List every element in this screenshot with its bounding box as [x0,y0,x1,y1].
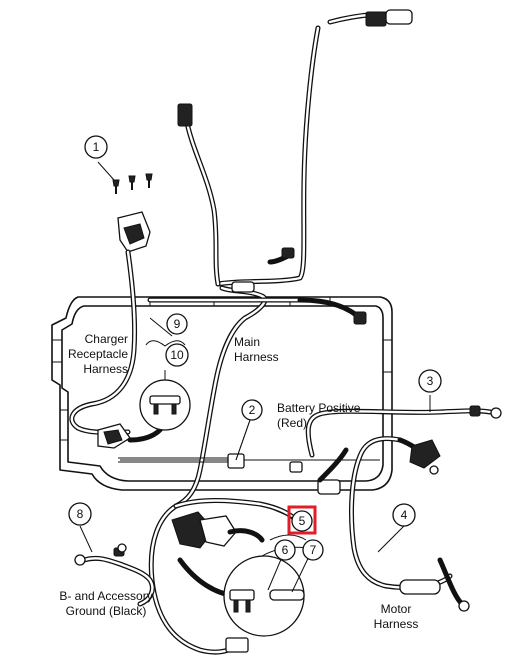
callout-4: 4 [392,503,416,527]
svg-text:Motor: Motor [381,602,412,616]
svg-text:1: 1 [93,140,100,154]
svg-text:Main: Main [234,335,260,349]
charger-receptacle-harness [69,211,245,469]
motor-harness-label: Motor Harness [374,602,419,631]
svg-text:5: 5 [299,514,306,528]
fuse-detail-lower [223,546,307,637]
svg-text:(Red): (Red) [277,416,307,430]
motor-harness [349,436,470,612]
callout-1: 1 [84,135,108,159]
callout-8: 8 [68,502,92,526]
svg-text:10: 10 [170,348,184,362]
callout-6: 6 [274,539,296,561]
svg-text:4: 4 [401,508,408,522]
charger-receptacle-harness-label: Charger Receptacle Harness [68,332,128,376]
svg-text:2: 2 [249,403,256,417]
callout-10: 10 [165,343,189,367]
svg-text:Harness: Harness [83,362,128,376]
svg-text:Harness: Harness [374,617,419,631]
svg-text:8: 8 [77,507,84,521]
svg-text:3: 3 [427,374,434,388]
svg-text:B- and Accessory: B- and Accessory [59,589,152,603]
battery-positive-label: Battery Positive (Red) [277,401,361,430]
ground-cable [74,543,155,607]
ground-cable-label: B- and Accessory Ground (Black) [59,589,152,618]
svg-text:Ground (Black): Ground (Black) [66,604,147,618]
svg-text:7: 7 [310,543,317,557]
svg-text:6: 6 [282,543,289,557]
svg-text:Battery Positive: Battery Positive [277,401,361,415]
svg-text:9: 9 [174,317,181,331]
callout-5-highlighted: 5 [287,505,317,535]
highlight-box [287,505,317,535]
battery-positive-wire [289,405,502,495]
fuse-detail-circle [139,370,191,431]
callout-9: 9 [166,313,188,335]
svg-text:Receptacle: Receptacle [68,347,128,361]
callout-2: 2 [241,399,263,421]
svg-text:Harness: Harness [234,350,279,364]
callout-3: 3 [418,369,442,393]
main-harness [147,9,413,509]
main-harness-label: Main Harness [234,335,279,364]
callout-7: 7 [302,539,324,561]
mounting-screws [112,173,153,194]
svg-text:Charger: Charger [85,332,128,346]
